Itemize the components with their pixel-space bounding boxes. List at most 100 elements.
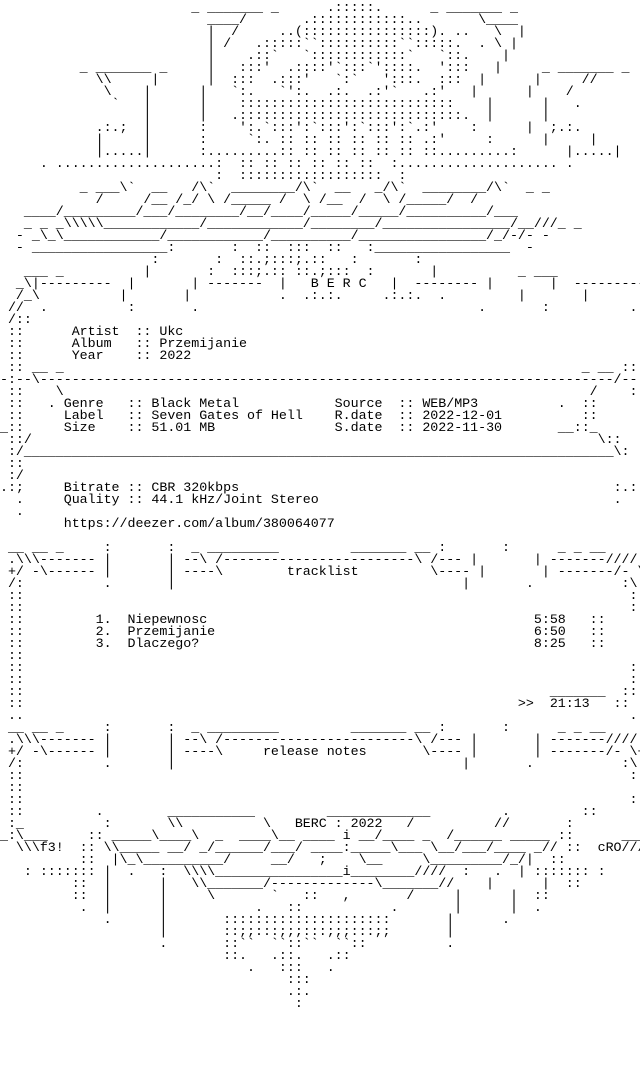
ascii-art-line: |.....| :.........:: :: :: :: :: :: ::..… xyxy=(0,145,622,160)
ascii-art-line: // . : . . : . \\ xyxy=(0,301,640,316)
ascii-art-line: - _________________: : :: ::: :: :______… xyxy=(0,241,534,256)
label-rdate-row: :: Label :: Seven Gates of Hell R.date :… xyxy=(0,409,598,424)
source-value: WEB/MP3 xyxy=(422,397,479,412)
track-title: Dlaczego? xyxy=(127,637,200,652)
ascii-art-line: :: \ / :: xyxy=(0,385,640,400)
url-row: https://deezer.com/album/380064077 xyxy=(0,517,640,532)
release-notes-row: :: :: Atmospheric Black Metal from Polan… xyxy=(7,793,640,808)
ascii-art-line: \ | | `:. `':. .:. .:'` .:' | | / xyxy=(0,85,574,100)
track-number: 3. xyxy=(95,637,112,652)
ascii-art-line: . ::: . xyxy=(0,961,335,976)
ascii-art-line: . | ::::::::::::::::::::: | . xyxy=(0,913,510,928)
ascii-art-line: :: __ _ _ __ :: xyxy=(0,361,638,376)
ascii-art-line: _ _______ _ .:::::. _ _______ _ xyxy=(0,3,518,16)
ascii-art-line: :: xyxy=(0,457,24,472)
ascii-art-line: -:--\-----------------------------------… xyxy=(0,373,640,388)
ascii-art-line: / /__ /_/ \ /_____ / \ /__ / \ /_____/ / xyxy=(0,193,479,208)
ascii-art-line: /: . | | . :\ xyxy=(0,577,638,592)
artist-value: Ukc xyxy=(159,325,184,340)
ascii-art-line: :_ : \\ \ BERC : 2022 / // : _: xyxy=(0,817,640,832)
ascii-art-line: :: _______ :: xyxy=(0,685,638,700)
ascii-art-line: :: | | \\_______/-------------\_______//… xyxy=(0,877,582,892)
ascii-art-line: /_\ | | . .:.:. .:.:. . | | /_\ xyxy=(0,289,640,304)
ascii-art-line: .:.; | : ':.`:::':`:::':`:::':`.:' : | ;… xyxy=(0,121,582,136)
ascii-art-line: :: :: xyxy=(0,589,640,604)
ascii-art-line: ::. .::. .:: xyxy=(0,949,351,964)
ascii-art-line: :: | | \ ` :: , / | | :: xyxy=(0,889,550,904)
quality-value: 44.1 kHz/Joint Stereo xyxy=(151,493,319,508)
ascii-art-line: .\\\------- | | --\ /-------------------… xyxy=(0,733,640,748)
ascii-art-line: ` | | ::::::::::::::::::::::::::: | | . xyxy=(0,97,582,112)
track-title: Niepewnosc xyxy=(127,613,208,628)
album-url-link[interactable]: https://deezer.com/album/380064077 xyxy=(63,517,335,532)
ascii-art-line: - _\_\____________/____________/________… xyxy=(0,229,550,244)
ascii-art-line: :/ xyxy=(0,469,24,484)
ascii-art-line: . ::`` ``::`` ``:: . xyxy=(0,937,455,952)
bitrate-value: CBR 320kbps xyxy=(151,481,240,496)
size-sdate-row: _:: Size :: 51.01 MB S.date :: 2022-11-3… xyxy=(0,421,598,436)
album-value: Przemijanie xyxy=(159,337,248,352)
ascii-art-line: : :::::::::::::::::: : xyxy=(0,169,407,184)
ascii-art-line: | | : `:. :: :: :: :: :: :: .:' : | | xyxy=(0,133,598,148)
ascii-art-line: __ __ _ : : _ _________ _______ __ : : _… xyxy=(0,541,606,556)
artist-row: :: Artist :: Ukc :: xyxy=(0,325,640,340)
ascii-art-line: : xyxy=(0,997,303,1011)
ascii-art-line: : ::::::: | . : \\\\________________i___… xyxy=(0,865,606,880)
ascii-art-line: :/______________________________________… xyxy=(0,445,630,460)
total-time: 21:13 xyxy=(549,697,590,712)
release-date-value: 2022-12-01 xyxy=(422,409,503,424)
track-time: 5:58 xyxy=(533,613,566,628)
ascii-art-line: +/ -\------ | | ----\ tracklist \---- | … xyxy=(0,565,640,580)
ascii-art-line: | / ..(::::::::::::::::). .. \ | xyxy=(0,25,526,40)
ascii-art-line: | / .:::::``::::::::::``:::::. . \ | xyxy=(0,37,518,52)
size-value: 51.01 MB xyxy=(151,421,216,436)
ascii-art-line: :: :: xyxy=(0,601,640,616)
ascii-art-line: \\ | | ::: .:::' `:` ':::. ::: | | // xyxy=(0,73,598,88)
ascii-art-line: +/ -\------ | | ----\ release notes \---… xyxy=(0,745,640,760)
ascii-art-line: | | .::::::::::::::::::::::::::::. | | xyxy=(0,109,550,124)
bitrate-row: .:; Bitrate :: CBR 320kbps :.: xyxy=(0,481,638,496)
ascii-art-line: :: :: xyxy=(0,661,640,676)
ascii-art-line: __ __ _ : : _ _________ _______ __ : : _… xyxy=(0,721,606,736)
ascii-art-line: _:\___ :: _____\____\ _ ____\__ ____ i _… xyxy=(0,829,640,844)
track-number: 2. xyxy=(95,625,112,640)
genre-source-row: :: . Genre :: Black Metal Source :: WEB/… xyxy=(0,397,598,412)
ascii-art-line: :: :: xyxy=(0,769,640,784)
track-row: :: 2. Przemijanie 6:50 :: xyxy=(0,625,606,640)
nfo-document: _ _______ _ .:::::. _ _______ _ ____/ .:… xyxy=(0,3,640,1011)
ascii-art-line: ::/ \:: xyxy=(0,433,622,448)
ascii-art-line: ::: xyxy=(0,973,311,988)
year-value: 2022 xyxy=(159,349,192,364)
ascii-art-line: /: . | | . :\ xyxy=(0,757,638,772)
ascii-art-line: . | | . :: . | | . xyxy=(0,901,542,916)
ascii-art-line: :: . ___________ _____________ . :: xyxy=(0,805,598,820)
track-row: :: 3. Dlaczego? 8:25 :: xyxy=(0,637,606,652)
ascii-art-line: :: :: xyxy=(0,673,640,688)
ascii-art-line: | ::;;:::;;;:::;;;:::;; | xyxy=(0,925,455,940)
track-title: Przemijanie xyxy=(127,625,216,640)
ascii-art-line: ____/_________/___/________/__/____/____… xyxy=(0,205,518,220)
album-row: :: Album :: Przemijanie :: xyxy=(0,337,640,352)
year-row: :: Year :: 2022 :: xyxy=(0,349,640,364)
ascii-art-line: :: |\_\__________/ __/ ; \__ \_________/… xyxy=(0,853,566,868)
ascii-art-line: ___ _ | : :::;.:: ::.;::: : | _ ___ xyxy=(0,265,558,280)
ascii-art-line: : : ::.;:::;.:: : : xyxy=(0,253,423,268)
ascii-art-line: . xyxy=(0,505,24,520)
ascii-art-line: ____/ .::::::::::::.. \____ xyxy=(0,13,518,28)
track-row: :: 1. Niepewnosc 5:58 :: xyxy=(0,613,606,628)
ascii-art-line: _ _______ _ | :::' .::::'`:::`'::::. '::… xyxy=(0,61,630,76)
track-time: 8:25 xyxy=(533,637,566,652)
ascii-art-line: | .::` `::::::::::::` `::. | xyxy=(0,49,510,64)
ascii-art-line: .. .. xyxy=(0,709,640,724)
track-time: 6:50 xyxy=(533,625,566,640)
quality-row: . Quality :: 44.1 kHz/Joint Stereo . xyxy=(0,493,622,508)
label-value: Seven Gates of Hell xyxy=(151,409,303,424)
genre-value: Black Metal xyxy=(151,397,240,412)
ascii-art-line: :: xyxy=(0,781,24,796)
ascii-art-line: .:. xyxy=(0,985,311,1000)
ascii-art-line: .\\\------- | | --\ /-------------------… xyxy=(0,553,640,568)
ascii-art-line: _ ___\` __ /\` ________/\` __ _/\` _____… xyxy=(0,181,550,196)
ascii-art-line: _\|--------- | | ------- | B E R C | ---… xyxy=(0,277,640,292)
store-date-value: 2022-11-30 xyxy=(422,421,503,436)
ascii-art-line: /:: ::\ xyxy=(0,313,640,328)
